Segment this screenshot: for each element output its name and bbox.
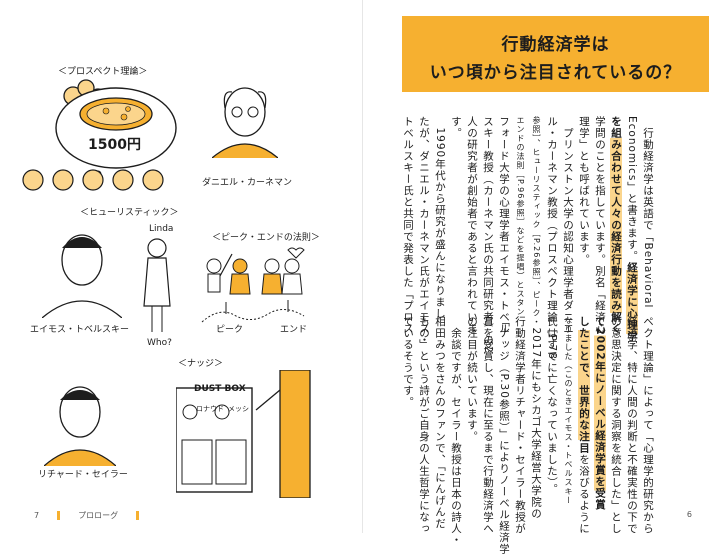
- dust-box-label: DUST BOX: [194, 384, 246, 394]
- page-number-right: 6: [686, 510, 692, 519]
- page-number-left: 7: [34, 511, 40, 520]
- end-label: エンド: [280, 325, 308, 335]
- nudge-label: ＜ナッジ＞: [178, 359, 224, 369]
- title-line-1: 行動経済学は: [501, 35, 610, 55]
- peak-end-label: ＜ピーク・エンドの法則＞: [212, 233, 320, 243]
- price-label: 1500円: [88, 137, 141, 153]
- linda-label: Linda: [149, 224, 174, 234]
- bin-left-label: ロナウド: [196, 405, 224, 413]
- peak-label: ピーク: [216, 325, 244, 335]
- peak-end-illustration: [201, 247, 305, 323]
- heuristic-label: ＜ヒューリスティック＞: [80, 208, 179, 218]
- chapter-title-box: 行動経済学は いつ頃から注目されているの？: [402, 16, 709, 92]
- footer-accent-bar: [136, 511, 140, 520]
- tversky-portrait: [42, 234, 122, 318]
- footer-left: 7 プロローグ: [34, 510, 157, 521]
- thaler-caption: リチャード・セイラー: [38, 470, 128, 480]
- kahneman-caption: ダニエル・カーネマン: [202, 178, 293, 188]
- footer-accent-bar: [57, 511, 61, 520]
- tversky-caption: エイモス・トベルスキー: [30, 325, 130, 335]
- thaler-portrait: [44, 386, 116, 466]
- bin-right-label: メッシ: [228, 405, 249, 413]
- body-text-lower: ペクト理論」によって「心理学的研究から 経済学、特に人間の判断と不確実性の下で …: [402, 316, 654, 555]
- running-title: プロローグ: [78, 511, 119, 520]
- kahneman-portrait: [212, 87, 278, 158]
- title-line-2: いつ頃から注目されているの？: [429, 63, 682, 83]
- pizza-thought-illustration: [55, 79, 177, 187]
- family-faces-illustration: [22, 169, 164, 191]
- dust-box-illustration: [176, 370, 311, 498]
- body-text-upper: 行動経済学は英語で「Behavioral Economics」と書きます。経済学…: [402, 116, 654, 360]
- who-label: Who?: [147, 338, 172, 348]
- prospect-theory-label: ＜プロスペクト理論＞: [58, 67, 148, 77]
- linda-figure: [143, 238, 171, 332]
- page-spine: [362, 0, 363, 533]
- book-spread: 行動経済学は いつ頃から注目されているの？ 行動経済学は英語で「Behavior…: [22, 0, 709, 555]
